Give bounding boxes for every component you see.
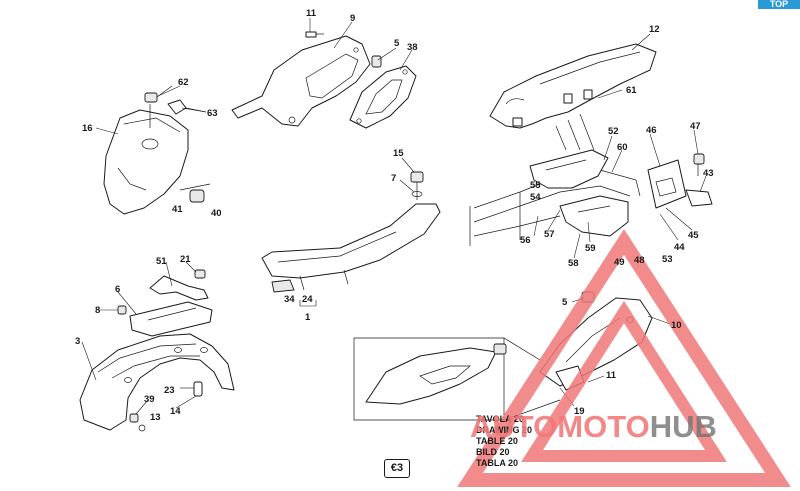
callout-label: 10 [671, 320, 682, 331]
callout-label: 47 [690, 121, 701, 132]
watermark-part1: AUTOMOTO [470, 409, 650, 444]
callout-label: 8 [95, 305, 100, 316]
detail-inset [353, 337, 561, 421]
callout-label: 15 [393, 148, 404, 159]
callout-label: 55 [530, 180, 541, 191]
rubber-mount-part [179, 183, 211, 203]
callout-label: 19 [574, 406, 585, 417]
callout-label: 5 [562, 297, 568, 308]
side-cover-part [349, 65, 417, 129]
callout-label: 57 [544, 229, 555, 240]
fuel-tank-part [103, 104, 189, 215]
callout-label: 24 [302, 294, 313, 305]
callout-label: 5 [394, 38, 400, 49]
caption-line-en: DRAWING 20 [476, 425, 533, 435]
callout-label: 54 [530, 192, 541, 203]
caption-line-fr: TABLE 20 [476, 436, 518, 446]
corner-tag: TOP [758, 0, 800, 9]
watermark-logo: AUTOMOTOHUB [470, 410, 717, 444]
callout-label: 23 [164, 385, 175, 396]
front-mudguard-part [79, 333, 235, 431]
caption-line-de: BILD 20 [476, 447, 510, 457]
callout-label: 16 [82, 123, 93, 134]
callout-label: 12 [649, 24, 660, 35]
callout-label: 14 [170, 406, 181, 417]
mudguard-brace-part [129, 275, 213, 337]
callout-label: 7 [391, 173, 396, 184]
mudguard-screws-part [117, 269, 206, 432]
tail-fairing-part [489, 43, 657, 129]
callout-label: 53 [662, 254, 673, 265]
seat-part [261, 203, 441, 293]
callout-label: 49 [614, 257, 625, 268]
caption-line-es: TABLA 20 [476, 458, 519, 468]
callout-label: 11 [606, 370, 617, 381]
callout-label: 59 [585, 243, 596, 254]
bolt-part [693, 153, 705, 176]
callout-label: 40 [211, 208, 222, 219]
callout-label: 60 [617, 142, 628, 153]
callout-label: 38 [407, 42, 418, 53]
callout-label: 1 [305, 312, 311, 323]
callout-label: 48 [634, 255, 645, 266]
caption-line-it: TAVOLA 20 [476, 414, 524, 424]
callout-label: 56 [520, 235, 531, 246]
callout-label: 3 [75, 336, 80, 347]
rear-frame-part [469, 113, 641, 246]
callout-label: 6 [115, 284, 120, 295]
callout-label: 52 [608, 126, 619, 137]
side-panel-part [231, 35, 371, 127]
leader-lines [81, 18, 707, 415]
callout-label: 21 [180, 254, 191, 265]
callout-label: 45 [688, 230, 699, 241]
callout-label: 62 [178, 77, 189, 88]
callout-label: 44 [674, 242, 685, 253]
callout-label: 51 [156, 256, 167, 267]
callout-label: 63 [207, 108, 218, 119]
clip-part [371, 55, 382, 68]
tank-cap-part [144, 85, 173, 103]
tank-bracket-part [167, 99, 207, 115]
watermark-part2: HUB [649, 409, 717, 444]
callout-label: 61 [626, 85, 637, 96]
screw-part [305, 31, 324, 38]
callout-label: 11 [306, 8, 317, 19]
callout-labels: 11 9 5 38 12 62 63 16 61 41 40 52 46 47 … [75, 8, 714, 423]
callout-label: 58 [568, 258, 579, 269]
callout-label: 13 [150, 412, 161, 423]
callout-label: 9 [350, 13, 355, 24]
seat-bolt-part [410, 171, 424, 200]
euro-mark: €3 [384, 459, 410, 478]
callout-label: 41 [172, 204, 183, 215]
callout-label: 43 [703, 168, 714, 179]
watermark-triangle [457, 229, 791, 487]
callout-label: 46 [646, 125, 657, 136]
table-caption: TAVOLA 20 DRAWING 20 TABLE 20 BILD 20 TA… [476, 414, 532, 469]
callout-label: 34 [284, 294, 295, 305]
plate-holder-part [647, 159, 713, 209]
callout-label: 39 [144, 394, 155, 405]
